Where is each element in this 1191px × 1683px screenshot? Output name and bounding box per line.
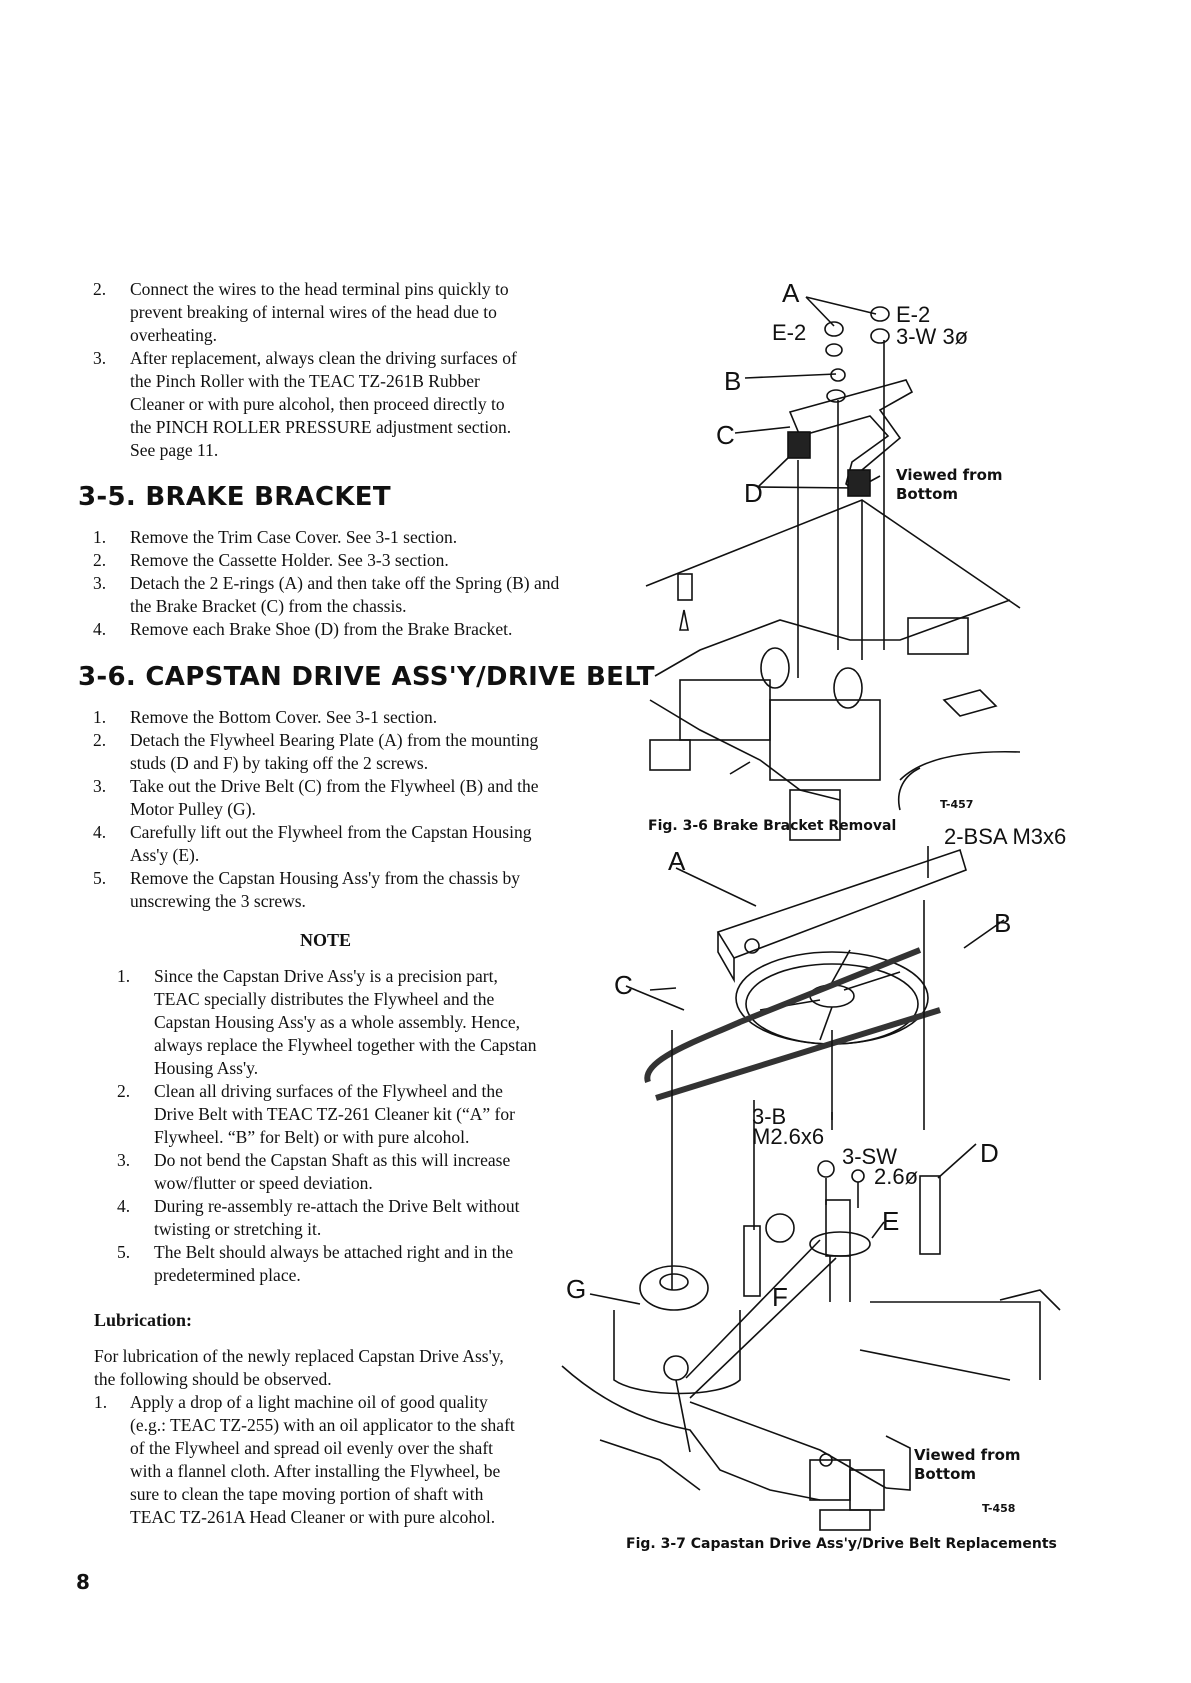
- list-item: 2.Remove the Cassette Holder. See 3-3 se…: [93, 550, 449, 570]
- fig37-caption: Fig. 3-7 Capastan Drive Ass'y/Drive Belt…: [626, 1536, 1057, 1552]
- fig37-label-a: A: [668, 846, 686, 876]
- lubrication-block: Lubrication: For lubrication of the newl…: [94, 1310, 520, 1529]
- fig36-code: T-457: [940, 798, 974, 811]
- list-item: 1.Apply a drop of a light machine oil of…: [94, 1392, 515, 1527]
- fig37-label-f: F: [772, 1282, 788, 1312]
- section-35-title: 3-5. BRAKE BRACKET: [78, 482, 391, 512]
- note-block: NOTE 1.Since the Capstan Drive Ass'y is …: [112, 930, 539, 1287]
- list-item: 1.Remove the Trim Case Cover. See 3-1 se…: [93, 527, 458, 547]
- list-item: 5.Remove the Capstan Housing Ass'y from …: [93, 868, 521, 911]
- intro-steps: 2.Connect the wires to the head terminal…: [88, 278, 528, 462]
- lubrication-intro: For lubrication of the newly replaced Ca…: [94, 1346, 504, 1389]
- list-item: 2.Connect the wires to the head terminal…: [93, 279, 509, 345]
- section-36-steps: 1.Remove the Bottom Cover. See 3-1 secti…: [88, 706, 570, 913]
- fig37-label-3b-size: M2.6x6: [752, 1124, 825, 1149]
- fig36-label-d: D: [744, 478, 763, 508]
- fig37-code: T-458: [982, 1502, 1016, 1515]
- list-item: 3.After replacement, always clean the dr…: [93, 348, 517, 460]
- fig36-label-b: B: [724, 366, 742, 396]
- page-number: 8: [76, 1570, 90, 1594]
- list-item: 5.The Belt should always be attached rig…: [117, 1242, 514, 1285]
- list-item: 4.Carefully lift out the Flywheel from t…: [93, 822, 532, 865]
- fig37-label-b: B: [994, 908, 1012, 938]
- lubrication-heading: Lubrication:: [94, 1310, 193, 1330]
- fig37-label-e: E: [882, 1206, 900, 1236]
- fig36-label-e2-right: E-2: [896, 302, 931, 327]
- list-item: 3.Detach the 2 E-rings (A) and then take…: [93, 573, 560, 616]
- section-35-steps: 1.Remove the Trim Case Cover. See 3-1 se…: [88, 526, 570, 641]
- fig37-label-sw-size: 2.6ø: [874, 1164, 919, 1189]
- list-item: 1.Remove the Bottom Cover. See 3-1 secti…: [93, 707, 438, 727]
- fig36-caption: Fig. 3-6 Brake Bracket Removal: [648, 818, 897, 834]
- fig37-label-sw: 3-SW: [842, 1144, 897, 1169]
- section-36-title: 3-6. CAPSTAN DRIVE ASS'Y/DRIVE BELT: [78, 662, 655, 692]
- fig37-label-3b: 3-B: [752, 1104, 787, 1129]
- fig36-label-a: A: [782, 278, 800, 308]
- list-item: 3.Take out the Drive Belt (C) from the F…: [93, 776, 539, 819]
- list-item: 1.Since the Capstan Drive Ass'y is a pre…: [117, 966, 537, 1078]
- fig36-label-c: C: [716, 420, 735, 450]
- list-item: 4.Remove each Brake Shoe (D) from the Br…: [93, 619, 513, 639]
- fig37-label-screw-top: 2-BSA M3x6: [944, 824, 1067, 849]
- fig36-label-washer: 3-W 3ø: [896, 324, 969, 349]
- list-item: 4.During re-assembly re-attach the Drive…: [117, 1196, 520, 1239]
- list-item: 2.Detach the Flywheel Bearing Plate (A) …: [93, 730, 539, 773]
- fig37-label-c: C: [614, 970, 633, 1000]
- list-item: 3.Do not bend the Capstan Shaft as this …: [117, 1150, 511, 1193]
- fig37-label-d: D: [980, 1138, 999, 1168]
- note-heading: NOTE: [299, 930, 351, 950]
- fig37-viewed-note: Viewed from Bottom: [914, 1446, 1021, 1483]
- list-item: 2.Clean all driving surfaces of the Flyw…: [117, 1081, 515, 1147]
- fig36-viewed-note: Viewed from Bottom: [896, 466, 1003, 503]
- fig37-label-g: G: [566, 1274, 587, 1304]
- fig36-label-e2-left: E-2: [772, 320, 807, 345]
